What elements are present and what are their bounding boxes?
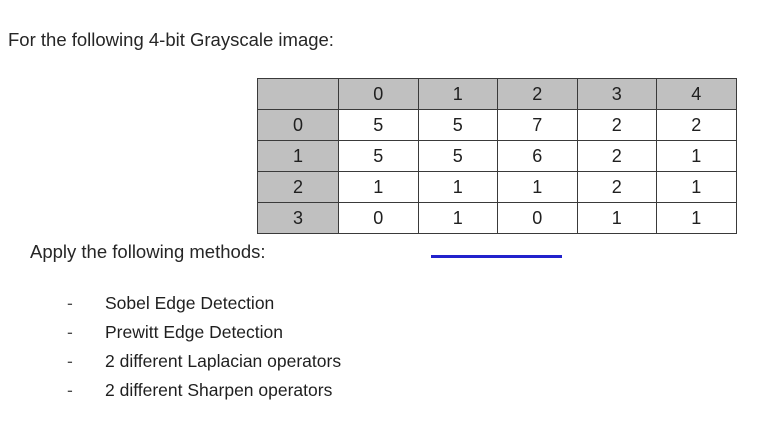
list-item: - 2 different Sharpen operators bbox=[0, 376, 774, 405]
cell-r3-c2: 0 bbox=[497, 202, 578, 234]
pixel-value-table: 0 1 2 3 4 0 5 5 7 2 2 1 5 5 6 2 1 bbox=[257, 78, 737, 234]
method-label-laplacian: 2 different Laplacian operators bbox=[105, 351, 342, 371]
cell-r3-c0: 0 bbox=[338, 202, 419, 234]
list-item: - Sobel Edge Detection bbox=[0, 289, 774, 318]
cell-r2-c4: 1 bbox=[656, 171, 737, 203]
table-row: 2 1 1 1 2 1 bbox=[257, 171, 737, 203]
cell-r2-c1: 1 bbox=[417, 171, 498, 203]
list-item: - Prewitt Edge Detection bbox=[0, 318, 774, 347]
cell-r3-c1: 1 bbox=[417, 202, 498, 234]
list-item: - 2 different Laplacian operators bbox=[0, 347, 774, 376]
cell-r0-c2: 7 bbox=[497, 109, 578, 141]
table-corner-cell bbox=[257, 78, 339, 110]
column-header-1: 1 bbox=[417, 78, 498, 110]
cell-r1-c2: 6 bbox=[497, 140, 578, 172]
table-header-row: 0 1 2 3 4 bbox=[257, 78, 737, 110]
cell-r1-c3: 2 bbox=[576, 140, 657, 172]
cell-r1-c4: 1 bbox=[656, 140, 737, 172]
column-header-4: 4 bbox=[656, 78, 737, 110]
cell-r0-c0: 5 bbox=[338, 109, 419, 141]
cell-r0-c3: 2 bbox=[576, 109, 657, 141]
column-header-2: 2 bbox=[497, 78, 578, 110]
table-row: 1 5 5 6 2 1 bbox=[257, 140, 737, 172]
cell-r0-c1: 5 bbox=[417, 109, 498, 141]
column-header-3: 3 bbox=[576, 78, 657, 110]
row-header-1: 1 bbox=[257, 140, 339, 172]
blue-underline-rule bbox=[431, 255, 562, 258]
intro-text: For the following 4-bit Grayscale image: bbox=[8, 29, 334, 50]
cell-r2-c2: 1 bbox=[497, 171, 578, 203]
bullet-dash-icon: - bbox=[67, 293, 73, 313]
cell-r3-c4: 1 bbox=[656, 202, 737, 234]
method-label-sobel: Sobel Edge Detection bbox=[105, 293, 275, 313]
bullet-dash-icon: - bbox=[67, 380, 73, 400]
cell-r0-c4: 2 bbox=[656, 109, 737, 141]
grayscale-image-table: 0 1 2 3 4 0 5 5 7 2 2 1 5 5 6 2 1 bbox=[257, 78, 737, 234]
bullet-dash-icon: - bbox=[67, 322, 73, 342]
cell-r1-c1: 5 bbox=[417, 140, 498, 172]
apply-methods-text: Apply the following methods: bbox=[30, 241, 266, 262]
method-label-prewitt: Prewitt Edge Detection bbox=[105, 322, 284, 342]
cell-r2-c0: 1 bbox=[338, 171, 419, 203]
methods-list: - Sobel Edge Detection - Prewitt Edge De… bbox=[0, 289, 774, 405]
bullet-dash-icon: - bbox=[67, 351, 73, 371]
row-header-2: 2 bbox=[257, 171, 339, 203]
cell-r2-c3: 2 bbox=[576, 171, 657, 203]
cell-r1-c0: 5 bbox=[338, 140, 419, 172]
method-label-sharpen: 2 different Sharpen operators bbox=[105, 380, 333, 400]
table-row: 3 0 1 0 1 1 bbox=[257, 202, 737, 234]
cell-r3-c3: 1 bbox=[576, 202, 657, 234]
row-header-0: 0 bbox=[257, 109, 339, 141]
column-header-0: 0 bbox=[338, 78, 419, 110]
row-header-3: 3 bbox=[257, 202, 339, 234]
table-row: 0 5 5 7 2 2 bbox=[257, 109, 737, 141]
